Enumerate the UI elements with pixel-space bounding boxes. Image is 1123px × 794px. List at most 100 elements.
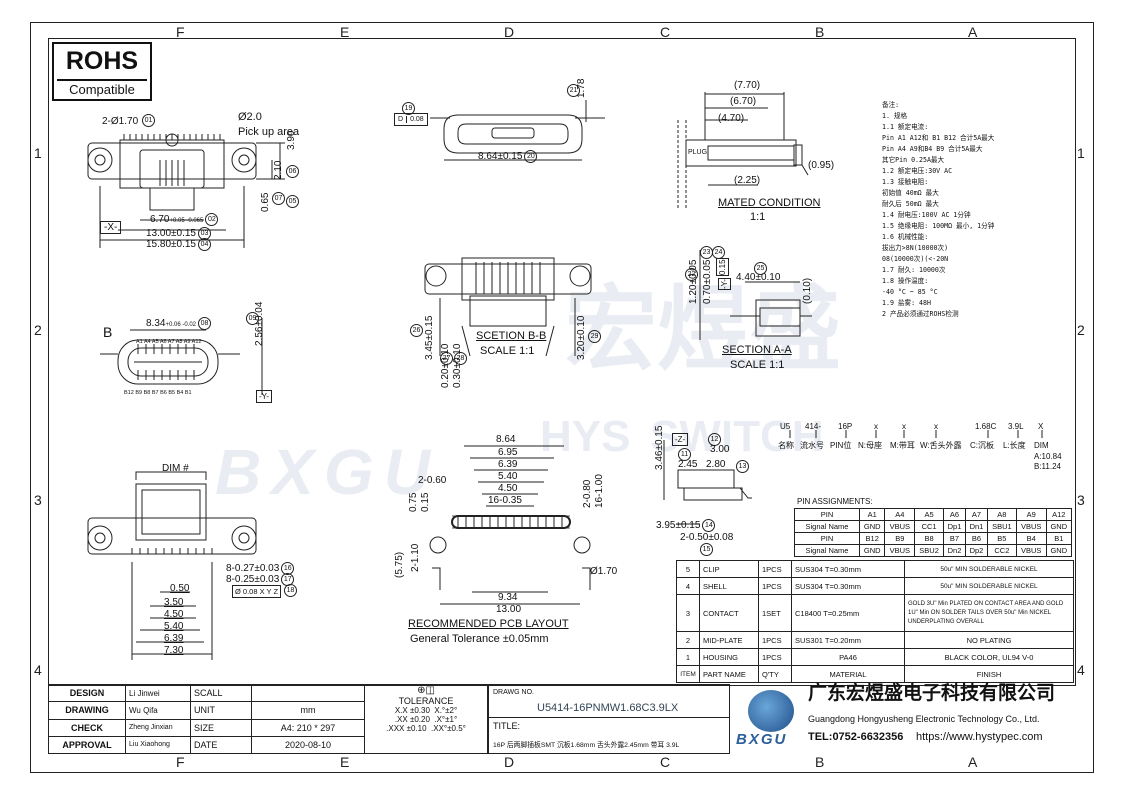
note-line: 1. 规格	[882, 112, 908, 120]
tol-row: .XXX ±0.10 .XX°±0.5°	[386, 724, 466, 733]
label-6: C:沉板	[970, 441, 994, 450]
tolerance-cell: ⊕◫ TOLERANCE X.X ±0.30 X.°±2° .XX ±0.20 …	[364, 684, 488, 754]
table-row: APPROVAL Liu Xiaohong DATE 2020-08-10	[48, 735, 488, 755]
pcb-1635: 16-0.35	[488, 495, 522, 506]
pcb-639: 6.39	[498, 459, 518, 470]
section-bb-scale: SCALE 1:1	[480, 345, 535, 357]
zone-bot-c: C	[660, 754, 671, 770]
note-line: 初始值 40mΩ 最大	[882, 189, 939, 197]
section-bb-title: SCETION B-B	[476, 330, 547, 342]
label-1: 流水号	[800, 441, 824, 450]
dim-aa-010: (0.10)	[802, 277, 813, 304]
datum-b: B	[103, 324, 113, 340]
drawing-number-box: DRAWG NO. U5414-16PNMW1.68C3.9LX TITLE: …	[488, 684, 730, 754]
datum-y: -Y-	[256, 390, 272, 403]
mated-670: (6.70)	[730, 96, 757, 107]
note-line: 1.5 绝缘电阻: 100MΩ 最小, 1分钟	[882, 222, 995, 230]
pcb-1600: 16-1.00	[594, 474, 605, 508]
dim-aa-440: 4.40±0.10	[736, 272, 781, 283]
notes-block: 备注: 1. 规格 1.1 额定电流: Pin A1 A12和 B1 B12 合…	[882, 100, 1042, 320]
zone-top-b: B	[815, 24, 825, 40]
pcb-tol: General Tolerance ±0.05mm	[410, 633, 549, 645]
balloon-27: 27	[438, 352, 453, 365]
pcb-280: 2-0.80	[582, 479, 593, 508]
pcb-layout-outline	[429, 445, 591, 605]
dim-label: DIM #	[162, 463, 189, 474]
pcb-934: 9.34	[498, 592, 518, 603]
title-text: 16P 后两脚插板SMT 沉板1.68mm 舌头外露2.45mm 带耳 3.9L	[493, 742, 680, 749]
pcb-2110: 2-1.10	[410, 543, 421, 572]
note-line: -40 °C ~ 85 °C	[882, 288, 938, 296]
company-logo-icon	[748, 690, 794, 732]
pcb-015: 0.15	[420, 492, 431, 512]
front-view-outline	[100, 318, 263, 395]
label-7: L:长度	[1003, 441, 1026, 450]
pcb-695: 6.95	[498, 447, 518, 458]
watermark-logo: BXGU	[215, 436, 440, 508]
table-row: 4 SHELL 1PCS SUS304 T=0.30mm 50u" MIN SO…	[676, 577, 1074, 595]
dim-390: 3.90	[286, 130, 297, 150]
datum-z: -Z-	[672, 433, 689, 446]
pcb-075: 0.75	[408, 492, 419, 512]
balloon-15: 15	[698, 543, 713, 556]
side-245: 2.45	[678, 459, 698, 470]
pcb-575: (5.75)	[394, 551, 405, 578]
title-label: TITLE:	[493, 721, 521, 731]
inner-frame	[48, 38, 1076, 686]
note-line: 1.2 额定电压:30V AC	[882, 167, 953, 175]
rohs-subtitle: Compatible	[57, 79, 147, 97]
note-line: Pin A1 A12和 B1 B12 合计5A最大	[882, 134, 995, 142]
title-block-left: DESIGN Li Jinwei SCALL ⊕◫ TOLERANCE X.X …	[48, 683, 488, 755]
bom-table: 5 CLIP 1PCS SUS304 T=0.30mm 50u" MIN SOL…	[676, 560, 1074, 683]
mated-title: MATED CONDITION	[718, 197, 821, 209]
dim-bb-030: 0.30±0.10	[452, 343, 463, 388]
dim-aa-015: 0.15	[716, 258, 729, 276]
dim-730: 7.30	[164, 645, 184, 656]
side-050: 2-0.50±0.08	[680, 532, 734, 543]
front-view-top-outline	[430, 100, 605, 161]
code-8: X	[1038, 422, 1044, 431]
note-line: 其它Pin 0.25A最大	[882, 156, 945, 164]
pcb-170: Ø1.70	[590, 566, 618, 577]
balloon-28: 28	[452, 352, 467, 365]
balloon-01: 01	[140, 114, 155, 127]
code-6: 1.68C	[975, 422, 997, 431]
balloon-07: 07	[270, 192, 285, 205]
tol-row: X.X ±0.30 X.°±2°	[394, 706, 458, 715]
dim-a: A:10.84	[1034, 452, 1062, 461]
label-5: W:舌头外露	[920, 441, 962, 450]
side-280: 2.80	[706, 459, 726, 470]
balloon-22: 22	[683, 268, 698, 281]
label-2: PIN位	[830, 441, 852, 450]
bottom-view-outline	[87, 471, 257, 660]
mated-plug: PLUG	[688, 149, 708, 156]
part-code-leaders	[789, 430, 1043, 438]
pcb-260: 2-0.60	[418, 475, 447, 486]
company-logo-text: BXGU	[736, 731, 788, 748]
company-web[interactable]: https://www.hystypec.com	[916, 731, 1043, 743]
dim-aa-070: 0.70±0.05	[702, 259, 713, 304]
position-tol: Ø 0.08 X Y Z	[232, 585, 282, 598]
zone-top-d: D	[504, 24, 515, 40]
label-3: N:母座	[858, 441, 882, 450]
balloon-26: 26	[408, 324, 423, 337]
note-line: 耐久后 50mΩ 最大	[882, 200, 939, 208]
side-view-outline	[663, 440, 752, 525]
watermark-hys: HYS	[540, 412, 631, 461]
pcb-title: RECOMMENDED PCB LAYOUT	[408, 618, 569, 630]
note-line: Pin A4 A9和B4 B9 合计5A最大	[882, 145, 983, 153]
mated-095: (0.95)	[808, 160, 835, 171]
balloon-29: 29	[586, 330, 601, 343]
dim-aa-120: 1.20±0.05	[688, 259, 699, 304]
table-row: 3 CONTACT 1SET C18400 T=0.25mm GOLD 3U" …	[676, 594, 1074, 632]
code-5: x	[934, 422, 938, 431]
pcb-450: 4.50	[498, 483, 518, 494]
zone-left-4: 4	[34, 662, 42, 678]
balloon-13: 13	[734, 460, 749, 473]
note-line: 08(10000次)(<-20N	[882, 255, 949, 263]
